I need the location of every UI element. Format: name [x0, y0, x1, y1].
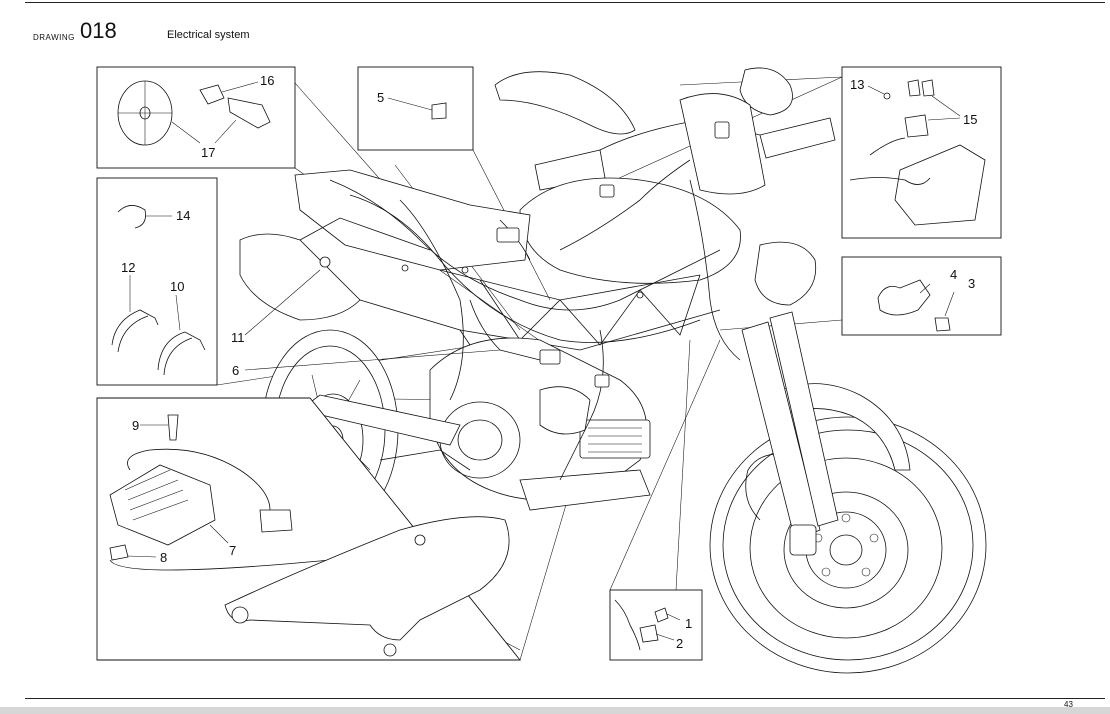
callout-15: 15	[963, 112, 977, 127]
callout-4: 4	[950, 267, 957, 282]
callout-5: 5	[377, 90, 384, 105]
detail-box-10-12-14	[96, 177, 218, 386]
callout-numbers: 1 2 3 4 5 6 7 8 9 10 11 12 13 14 15 16 1…	[121, 73, 977, 651]
fuse-icon	[431, 102, 447, 120]
relay-icon	[907, 79, 921, 97]
callout-3: 3	[968, 276, 975, 291]
bolt-icon	[934, 317, 951, 332]
front-fork	[741, 311, 839, 556]
callout-11: 11	[231, 330, 245, 345]
top-rule	[25, 2, 1105, 3]
clip-icon	[117, 205, 146, 229]
callout-13: 13	[850, 77, 864, 92]
drawing-title: Electrical system	[167, 29, 250, 41]
fuel-tank	[519, 177, 741, 284]
connector-icon	[199, 84, 225, 105]
callout-12: 12	[121, 260, 135, 275]
sensor-icon	[227, 97, 271, 129]
headlight	[754, 241, 817, 306]
callout-6: 6	[232, 363, 239, 378]
detail-box-5	[357, 66, 474, 151]
leader-6	[244, 349, 501, 371]
callout-7: 7	[229, 543, 236, 558]
callout-2: 2	[676, 636, 683, 651]
bottom-rule	[25, 698, 1105, 699]
washer-icon	[639, 624, 659, 643]
exhaust	[519, 469, 651, 511]
page-number: 43	[1064, 700, 1073, 709]
front-wheel	[709, 416, 987, 674]
relay-bracket-icon	[894, 144, 986, 226]
cable-tie-long-icon	[157, 331, 206, 371]
sensor-screw-icon	[654, 607, 669, 623]
seat-tail	[239, 169, 531, 321]
swingarm	[299, 394, 461, 446]
detail-box-3-4	[841, 256, 1002, 336]
leader-11	[244, 269, 321, 336]
drawing-keyword: DRAWING	[33, 33, 75, 42]
drawing-number: 018	[80, 18, 117, 43]
horn-icon	[877, 279, 931, 316]
wiring-harness	[319, 121, 741, 481]
page-footer-bar	[0, 707, 1110, 714]
regulator-bolt-icon	[167, 414, 179, 441]
engine	[379, 337, 651, 501]
handlebar	[494, 67, 836, 195]
detail-box-13-15	[841, 66, 1002, 239]
callout-9: 9	[132, 418, 139, 433]
callout-16: 16	[260, 73, 274, 88]
screw-icon	[883, 92, 891, 100]
callout-17: 17	[201, 145, 215, 160]
detail-box-7-8-9	[96, 397, 521, 661]
callout-10: 10	[170, 279, 184, 294]
nut-icon	[109, 544, 129, 561]
callout-8: 8	[160, 550, 167, 565]
detail-box-16-17	[96, 66, 296, 169]
regulator-connector-icon	[259, 509, 293, 533]
bracket-icon	[224, 516, 510, 641]
callout-14: 14	[176, 208, 190, 223]
callout-1: 1	[685, 616, 692, 631]
motorcycle	[239, 67, 987, 674]
detail-box-1-2	[609, 589, 703, 661]
cable-tie-icon	[111, 309, 159, 346]
